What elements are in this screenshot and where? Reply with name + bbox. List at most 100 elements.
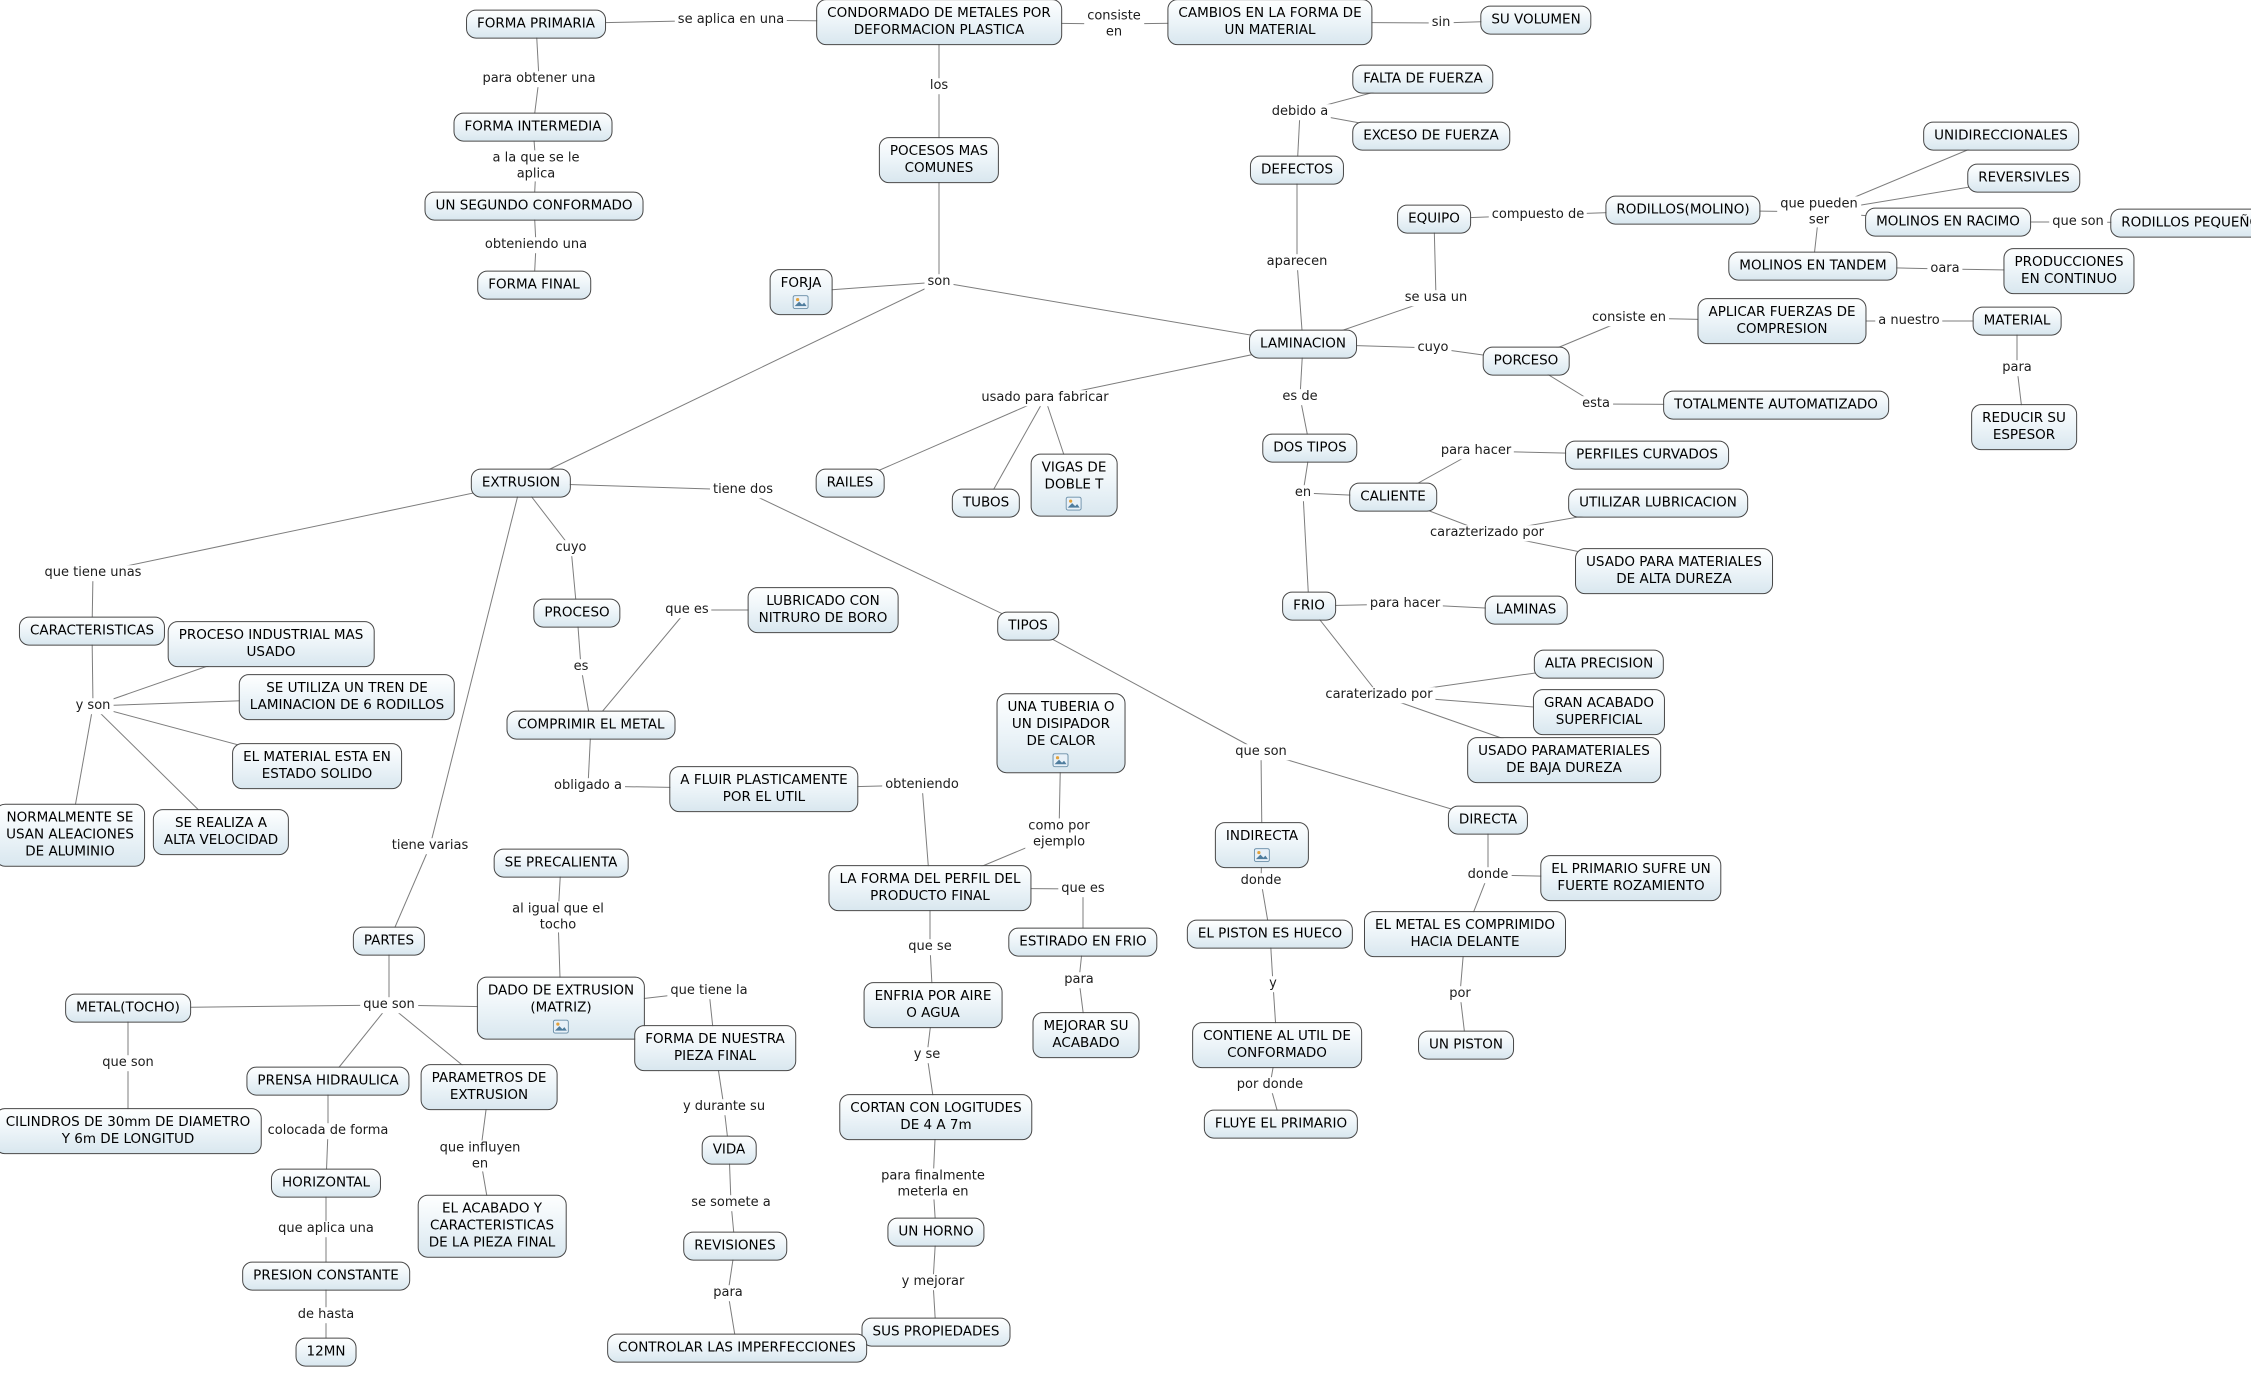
concept-node-label: CILINDROS DE 30mm DE DIAMETRO Y 6m DE LO…	[5, 1114, 251, 1147]
concept-node-perfiles[interactable]: PERFILES CURVADOS	[1565, 440, 1729, 470]
concept-node-directa[interactable]: DIRECTA	[1447, 805, 1529, 835]
concept-node-label: UN PISTON	[1429, 1036, 1503, 1053]
concept-node-caracteristicas[interactable]: CARACTERISTICAS	[18, 616, 166, 646]
concept-node-label: CONTIENE AL UTIL DE CONFORMADO	[1203, 1028, 1351, 1061]
concept-node-forma-final[interactable]: FORMA FINAL	[477, 270, 591, 300]
concept-node-lubricado[interactable]: LUBRICADO CON NITRURO DE BORO	[747, 587, 899, 633]
link-label-tiene-dos: tiene dos	[709, 482, 777, 498]
concept-node-reducir[interactable]: REDUCIR SU ESPESOR	[1971, 404, 2077, 450]
concept-node-porceso[interactable]: PORCESO	[1482, 346, 1570, 376]
concept-node-un-horno[interactable]: UN HORNO	[887, 1217, 985, 1247]
concept-node-tren-laminacion[interactable]: SE UTILIZA UN TREN DE LAMINACION DE 6 RO…	[238, 674, 456, 720]
concept-node-presion[interactable]: PRESION CONSTANTE	[242, 1261, 410, 1291]
concept-node-tubos[interactable]: TUBOS	[951, 488, 1021, 518]
link-label-que-tiene-la: que tiene la	[667, 983, 751, 999]
resource-icon[interactable]	[792, 294, 809, 309]
concept-node-condormado[interactable]: CONDORMADO DE METALES POR DEFORMACION PL…	[816, 0, 1062, 45]
concept-node-laminas[interactable]: LAMINAS	[1484, 595, 1568, 625]
concept-node-acabado-pieza[interactable]: EL ACABADO Y CARACTERISTICAS DE LA PIEZA…	[417, 1194, 567, 1258]
link-label-por-donde: por donde	[1233, 1077, 1307, 1093]
concept-node-molinos-tandem[interactable]: MOLINOS EN TANDEM	[1728, 251, 1898, 281]
concept-node-primario-rozamiento[interactable]: EL PRIMARIO SUFRE UN FUERTE ROZAMIENTO	[1540, 855, 1722, 901]
concept-node-metal-tocho[interactable]: METAL(TOCHO)	[65, 993, 191, 1023]
concept-node-horizontal[interactable]: HORIZONTAL	[270, 1168, 382, 1198]
concept-node-prensa[interactable]: PRENSA HIDRAULICA	[246, 1066, 410, 1096]
link-label-los: los	[926, 78, 952, 94]
concept-node-metal-comprimido[interactable]: EL METAL ES COMPRIMIDO HACIA DELANTE	[1363, 911, 1567, 957]
concept-node-forma-perfil[interactable]: LA FORMA DEL PERFIL DEL PRODUCTO FINAL	[828, 865, 1032, 911]
concept-node-railes[interactable]: RAILES	[815, 468, 885, 498]
concept-node-usado-baja[interactable]: USADO PARAMATERIALES DE BAJA DUREZA	[1467, 737, 1661, 783]
concept-node-partes[interactable]: PARTES	[352, 926, 426, 956]
connector-line	[590, 609, 688, 726]
concept-node-proceso-industrial[interactable]: PROCESO INDUSTRIAL MAS USADO	[167, 621, 375, 667]
concept-node-se-precalienta[interactable]: SE PRECALIENTA	[493, 848, 629, 878]
concept-node-gran-acabado[interactable]: GRAN ACABADO SUPERFICIAL	[1532, 689, 1666, 735]
concept-node-material-solido[interactable]: EL MATERIAL ESTA EN ESTADO SOLIDO	[232, 743, 402, 789]
concept-node-label: ESTIRADO EN FRIO	[1019, 933, 1147, 950]
concept-node-cilindros[interactable]: CILINDROS DE 30mm DE DIAMETRO Y 6m DE LO…	[0, 1108, 262, 1154]
concept-node-caliente[interactable]: CALIENTE	[1349, 482, 1437, 512]
concept-node-indirecta[interactable]: INDIRECTA	[1214, 822, 1310, 868]
concept-node-enfria[interactable]: ENFRIA POR AIRE O AGUA	[863, 982, 1003, 1028]
concept-node-unidireccionales[interactable]: UNIDIRECCIONALES	[1923, 121, 2079, 151]
concept-node-dos-tipos[interactable]: DOS TIPOS	[1262, 433, 1358, 463]
concept-node-su-volumen[interactable]: SU VOLUMEN	[1480, 5, 1592, 35]
concept-node-tuberia[interactable]: UNA TUBERIA O UN DISIPADOR DE CALOR	[996, 693, 1126, 773]
concept-node-alta-precision[interactable]: ALTA PRECISION	[1533, 649, 1665, 679]
concept-node-controlar[interactable]: CONTROLAR LAS IMPERFECCIONES	[607, 1333, 867, 1363]
concept-node-piston-hueco[interactable]: EL PISTON ES HUECO	[1186, 919, 1354, 949]
concept-node-material[interactable]: MATERIAL	[1972, 306, 2062, 336]
concept-node-cambios[interactable]: CAMBIOS EN LA FORMA DE UN MATERIAL	[1167, 0, 1373, 45]
concept-node-vida[interactable]: VIDA	[701, 1135, 757, 1165]
concept-node-procesos[interactable]: POCESOS MAS COMUNES	[878, 137, 1000, 183]
concept-node-a-fluir[interactable]: A FLUIR PLASTICAMENTE POR EL UTIL	[669, 766, 859, 812]
concept-node-proceso[interactable]: PROCESO	[533, 598, 621, 628]
concept-node-producciones[interactable]: PRODUCCIONES EN CONTINUO	[2003, 248, 2135, 294]
concept-node-parametros[interactable]: PARAMETROS DE EXTRUSION	[420, 1064, 558, 1110]
concept-node-12mn[interactable]: 12MN	[295, 1337, 357, 1367]
concept-node-defectos[interactable]: DEFECTOS	[1249, 155, 1345, 185]
concept-node-aleaciones[interactable]: NORMALMENTE SE USAN ALEACIONES DE ALUMIN…	[0, 803, 145, 867]
concept-node-un-piston[interactable]: UN PISTON	[1418, 1030, 1514, 1060]
concept-node-label: PORCESO	[1493, 352, 1559, 369]
concept-node-mejorar-acabado[interactable]: MEJORAR SU ACABADO	[1032, 1012, 1140, 1058]
resource-icon[interactable]	[1065, 496, 1082, 511]
resource-icon[interactable]	[1052, 752, 1069, 767]
concept-node-un-segundo[interactable]: UN SEGUNDO CONFORMADO	[424, 191, 644, 221]
concept-node-usado-alta[interactable]: USADO PARA MATERIALES DE ALTA DUREZA	[1575, 548, 1773, 594]
concept-node-contiene-util[interactable]: CONTIENE AL UTIL DE CONFORMADO	[1192, 1022, 1362, 1068]
resource-icon[interactable]	[553, 1019, 569, 1034]
concept-node-vigas[interactable]: VIGAS DE DOBLE T	[1030, 453, 1118, 517]
concept-node-laminacion[interactable]: LAMINACION	[1249, 329, 1357, 359]
concept-node-forma-pieza[interactable]: FORMA DE NUESTRA PIEZA FINAL	[634, 1025, 796, 1071]
concept-node-cortan[interactable]: CORTAN CON LOGITUDES DE 4 A 7m	[839, 1094, 1033, 1140]
concept-node-tipos[interactable]: TIPOS	[997, 611, 1059, 641]
link-label-consiste: consiste en	[1084, 8, 1144, 40]
concept-node-frio[interactable]: FRIO	[1282, 591, 1336, 621]
concept-node-alta-velocidad[interactable]: SE REALIZA A ALTA VELOCIDAD	[152, 809, 290, 855]
concept-node-forma-primaria[interactable]: FORMA PRIMARIA	[466, 9, 606, 39]
concept-node-fluye[interactable]: FLUYE EL PRIMARIO	[1203, 1109, 1359, 1139]
concept-node-rodillos-pequenos[interactable]: RODILLOS PEQUEÑOS	[2110, 208, 2251, 238]
concept-node-forma-intermedia[interactable]: FORMA INTERMEDIA	[453, 112, 613, 142]
concept-node-totalmente[interactable]: TOTALMENTE AUTOMATIZADO	[1663, 390, 1889, 420]
concept-node-exceso-fuerza[interactable]: EXCESO DE FUERZA	[1352, 121, 1510, 151]
concept-node-molinos-racimo[interactable]: MOLINOS EN RACIMO	[1865, 207, 2031, 237]
concept-node-dado[interactable]: DADO DE EXTRUSION (MATRIZ)	[476, 976, 646, 1040]
concept-node-falta-fuerza[interactable]: FALTA DE FUERZA	[1352, 64, 1494, 94]
concept-node-comprimir[interactable]: COMPRIMIR EL METAL	[506, 710, 676, 740]
resource-icon[interactable]	[1253, 847, 1270, 862]
concept-node-utilizar-lub[interactable]: UTILIZAR LUBRICACION	[1568, 488, 1748, 518]
concept-node-rodillos-molino[interactable]: RODILLOS(MOLINO)	[1605, 195, 1761, 225]
concept-node-estirado[interactable]: ESTIRADO EN FRIO	[1008, 927, 1158, 957]
concept-node-sus-propiedades[interactable]: SUS PROPIEDADES	[861, 1317, 1011, 1347]
concept-node-revisiones[interactable]: REVISIONES	[683, 1231, 787, 1261]
concept-node-label: PRENSA HIDRAULICA	[257, 1072, 399, 1089]
concept-node-forja[interactable]: FORJA	[769, 269, 833, 315]
concept-node-aplicar-fuerzas[interactable]: APLICAR FUERZAS DE COMPRESION	[1697, 298, 1867, 344]
concept-node-reversivles[interactable]: REVERSIVLES	[1967, 163, 2081, 193]
concept-node-label: PRESION CONSTANTE	[253, 1267, 399, 1284]
concept-node-equipo[interactable]: EQUIPO	[1397, 204, 1471, 234]
concept-node-extrusion[interactable]: EXTRUSION	[470, 468, 572, 498]
